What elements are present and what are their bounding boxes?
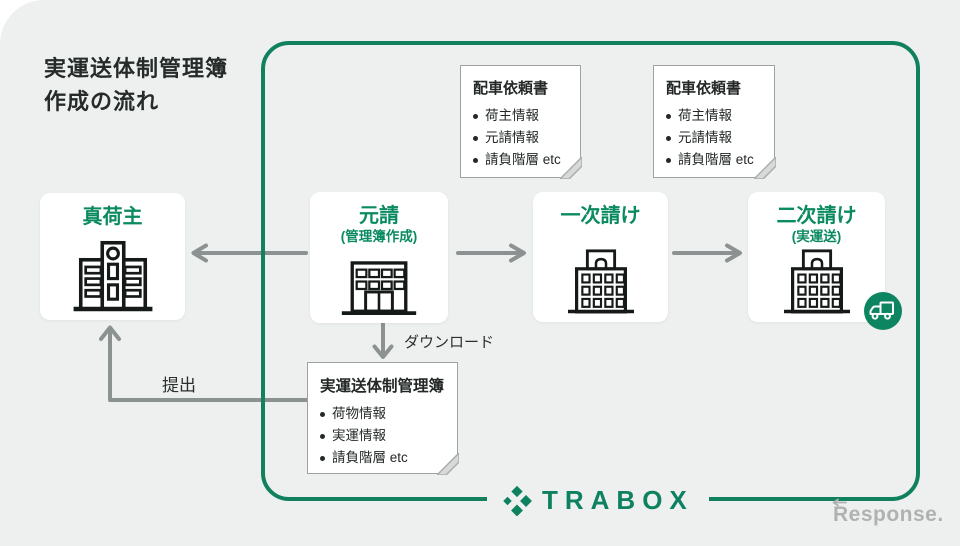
folded-corner-icon bbox=[559, 156, 582, 179]
folded-corner-icon bbox=[753, 156, 776, 179]
note-item-list: 荷物情報 実運情報 請負階層 etc bbox=[320, 403, 447, 469]
entity-second-sublabel: (実運送) bbox=[791, 229, 842, 244]
trabox-logo: TRABOX bbox=[487, 482, 709, 519]
note-title: 配車依頼書 bbox=[666, 80, 742, 97]
note-item: 荷主情報 bbox=[666, 105, 764, 127]
watermark-text: Response. bbox=[833, 503, 944, 526]
note-item: 荷主情報 bbox=[473, 105, 570, 127]
entity-first-tier-subcontractor: 一次請け bbox=[533, 192, 668, 322]
note-item: 請負階層 etc bbox=[473, 149, 570, 171]
note-item-list: 荷主情報 元請情報 請負階層 etc bbox=[666, 105, 764, 171]
submit-label: 提出 bbox=[162, 376, 196, 395]
arrow-left-prime-to-shipper-icon bbox=[191, 243, 308, 263]
entity-second-tier-carrier: 二次請け (実運送) bbox=[748, 192, 902, 330]
note-transport-ledger: 実運送体制管理簿 荷物情報 実運情報 請負階層 etc bbox=[307, 362, 459, 475]
storefront-building-icon bbox=[341, 261, 417, 315]
note-dispatch-request-1: 配車依頼書 荷主情報 元請情報 請負階層 etc bbox=[460, 65, 582, 179]
building-with-wings-icon bbox=[73, 240, 152, 312]
diamond-cluster-icon bbox=[503, 485, 532, 516]
entity-second-label: 二次請け bbox=[776, 205, 857, 227]
entity-prime-contractor: 元請 (管理簿作成) bbox=[310, 192, 448, 323]
note-title: 実運送体制管理簿 bbox=[320, 378, 445, 395]
entity-shipper-label: 真荷主 bbox=[82, 206, 143, 228]
page-title: 実運送体制管理簿 作成の流れ bbox=[44, 52, 228, 118]
note-item: 請負階層 etc bbox=[320, 447, 447, 469]
entity-shipper: 真荷主 bbox=[40, 193, 185, 320]
folded-corner-icon bbox=[436, 452, 459, 475]
entity-first-label: 一次請け bbox=[560, 205, 641, 227]
note-item: 実運情報 bbox=[320, 425, 447, 447]
download-label: ダウンロード bbox=[404, 334, 495, 351]
trabox-wordmark: TRABOX bbox=[542, 484, 694, 515]
note-item: 元請情報 bbox=[473, 127, 570, 149]
office-building-icon bbox=[783, 249, 850, 314]
watermark-arrow-icon bbox=[832, 498, 847, 507]
truck-icon bbox=[864, 292, 902, 330]
response-watermark: Response. bbox=[832, 498, 944, 527]
note-item: 請負階層 etc bbox=[666, 149, 764, 171]
arrow-elbow-submit-icon bbox=[99, 325, 312, 402]
office-building-icon bbox=[567, 249, 634, 314]
entity-prime-label: 元請 bbox=[359, 205, 399, 227]
note-dispatch-request-2: 配車依頼書 荷主情報 元請情報 請負階層 etc bbox=[653, 65, 776, 179]
arrow-down-download-icon bbox=[372, 321, 394, 359]
note-item: 元請情報 bbox=[666, 127, 764, 149]
arrow-right-first-to-second-icon bbox=[672, 243, 742, 263]
page-title-line2: 作成の流れ bbox=[44, 89, 160, 114]
arrow-right-prime-to-first-icon bbox=[456, 243, 526, 263]
page-title-line1: 実運送体制管理簿 bbox=[44, 56, 229, 81]
entity-prime-sublabel: (管理簿作成) bbox=[340, 229, 418, 244]
note-title: 配車依頼書 bbox=[473, 80, 549, 97]
note-item-list: 荷主情報 元請情報 請負階層 etc bbox=[473, 105, 570, 171]
note-item: 荷物情報 bbox=[320, 403, 447, 425]
